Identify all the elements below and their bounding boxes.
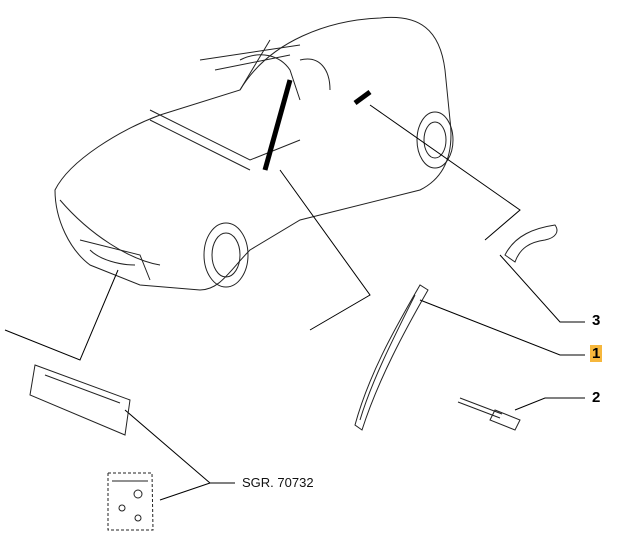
leader-lines (4, 104, 585, 501)
callout-1[interactable]: 1 (590, 345, 603, 362)
callout-2[interactable]: 2 (592, 389, 601, 406)
reference-sgr[interactable]: SGR. 70732 (242, 475, 314, 490)
hardware-kit-bag (107, 472, 154, 531)
part-3-trim (504, 224, 558, 263)
callout-3[interactable]: 3 (592, 312, 601, 329)
part-1-pillar-trim (354, 284, 429, 431)
part-2-rivet (457, 397, 521, 431)
car-illustration (54, 16, 454, 291)
license-plate-bracket (29, 364, 131, 436)
